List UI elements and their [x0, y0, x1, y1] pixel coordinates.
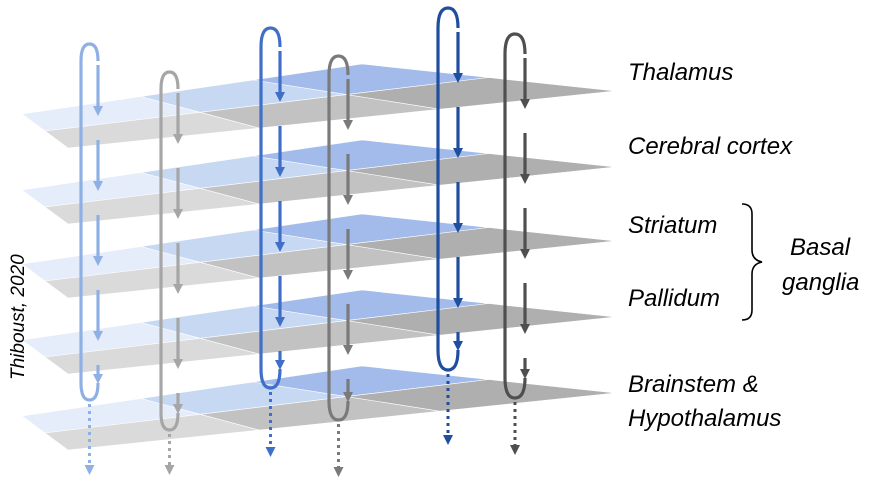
credit-text: Thiboust, 2020: [8, 254, 29, 380]
label-brainstem: Brainstem &: [628, 371, 759, 398]
loop-arrow-pale-blue: [79, 42, 103, 475]
label-hypothalamus: Hypothalamus: [628, 405, 781, 432]
label-striatum: Striatum: [628, 212, 717, 239]
plane-striatum: [21, 213, 616, 299]
plane-cell: [346, 77, 616, 110]
label-cerebral-cortex: Cerebral cortex: [628, 133, 793, 160]
plane-cell: [346, 303, 616, 336]
plane-cell: [346, 379, 616, 412]
loop-arrow-mid-blue: [259, 26, 285, 457]
label-thalamus: Thalamus: [628, 59, 733, 86]
label-pallidum: Pallidum: [628, 285, 720, 312]
plane-cerebral-cortex: [21, 139, 616, 225]
plane-cell: [346, 153, 616, 186]
label-basal: Basal: [790, 234, 851, 261]
plane-thalamus: [21, 63, 616, 149]
loop-arrow-dark-gray: [503, 32, 530, 455]
layer-planes: [21, 63, 616, 451]
label-ganglia: ganglia: [782, 269, 859, 296]
plane-brainstem: [21, 365, 616, 451]
plane-cell: [346, 227, 616, 260]
loop-arrow-dark-blue: [436, 6, 463, 445]
basal-ganglia-bracket: [741, 203, 763, 321]
loop-arrow-light-gray: [159, 70, 183, 475]
loop-arrows: [79, 6, 530, 477]
loop-arrow-mid-gray: [327, 54, 353, 477]
